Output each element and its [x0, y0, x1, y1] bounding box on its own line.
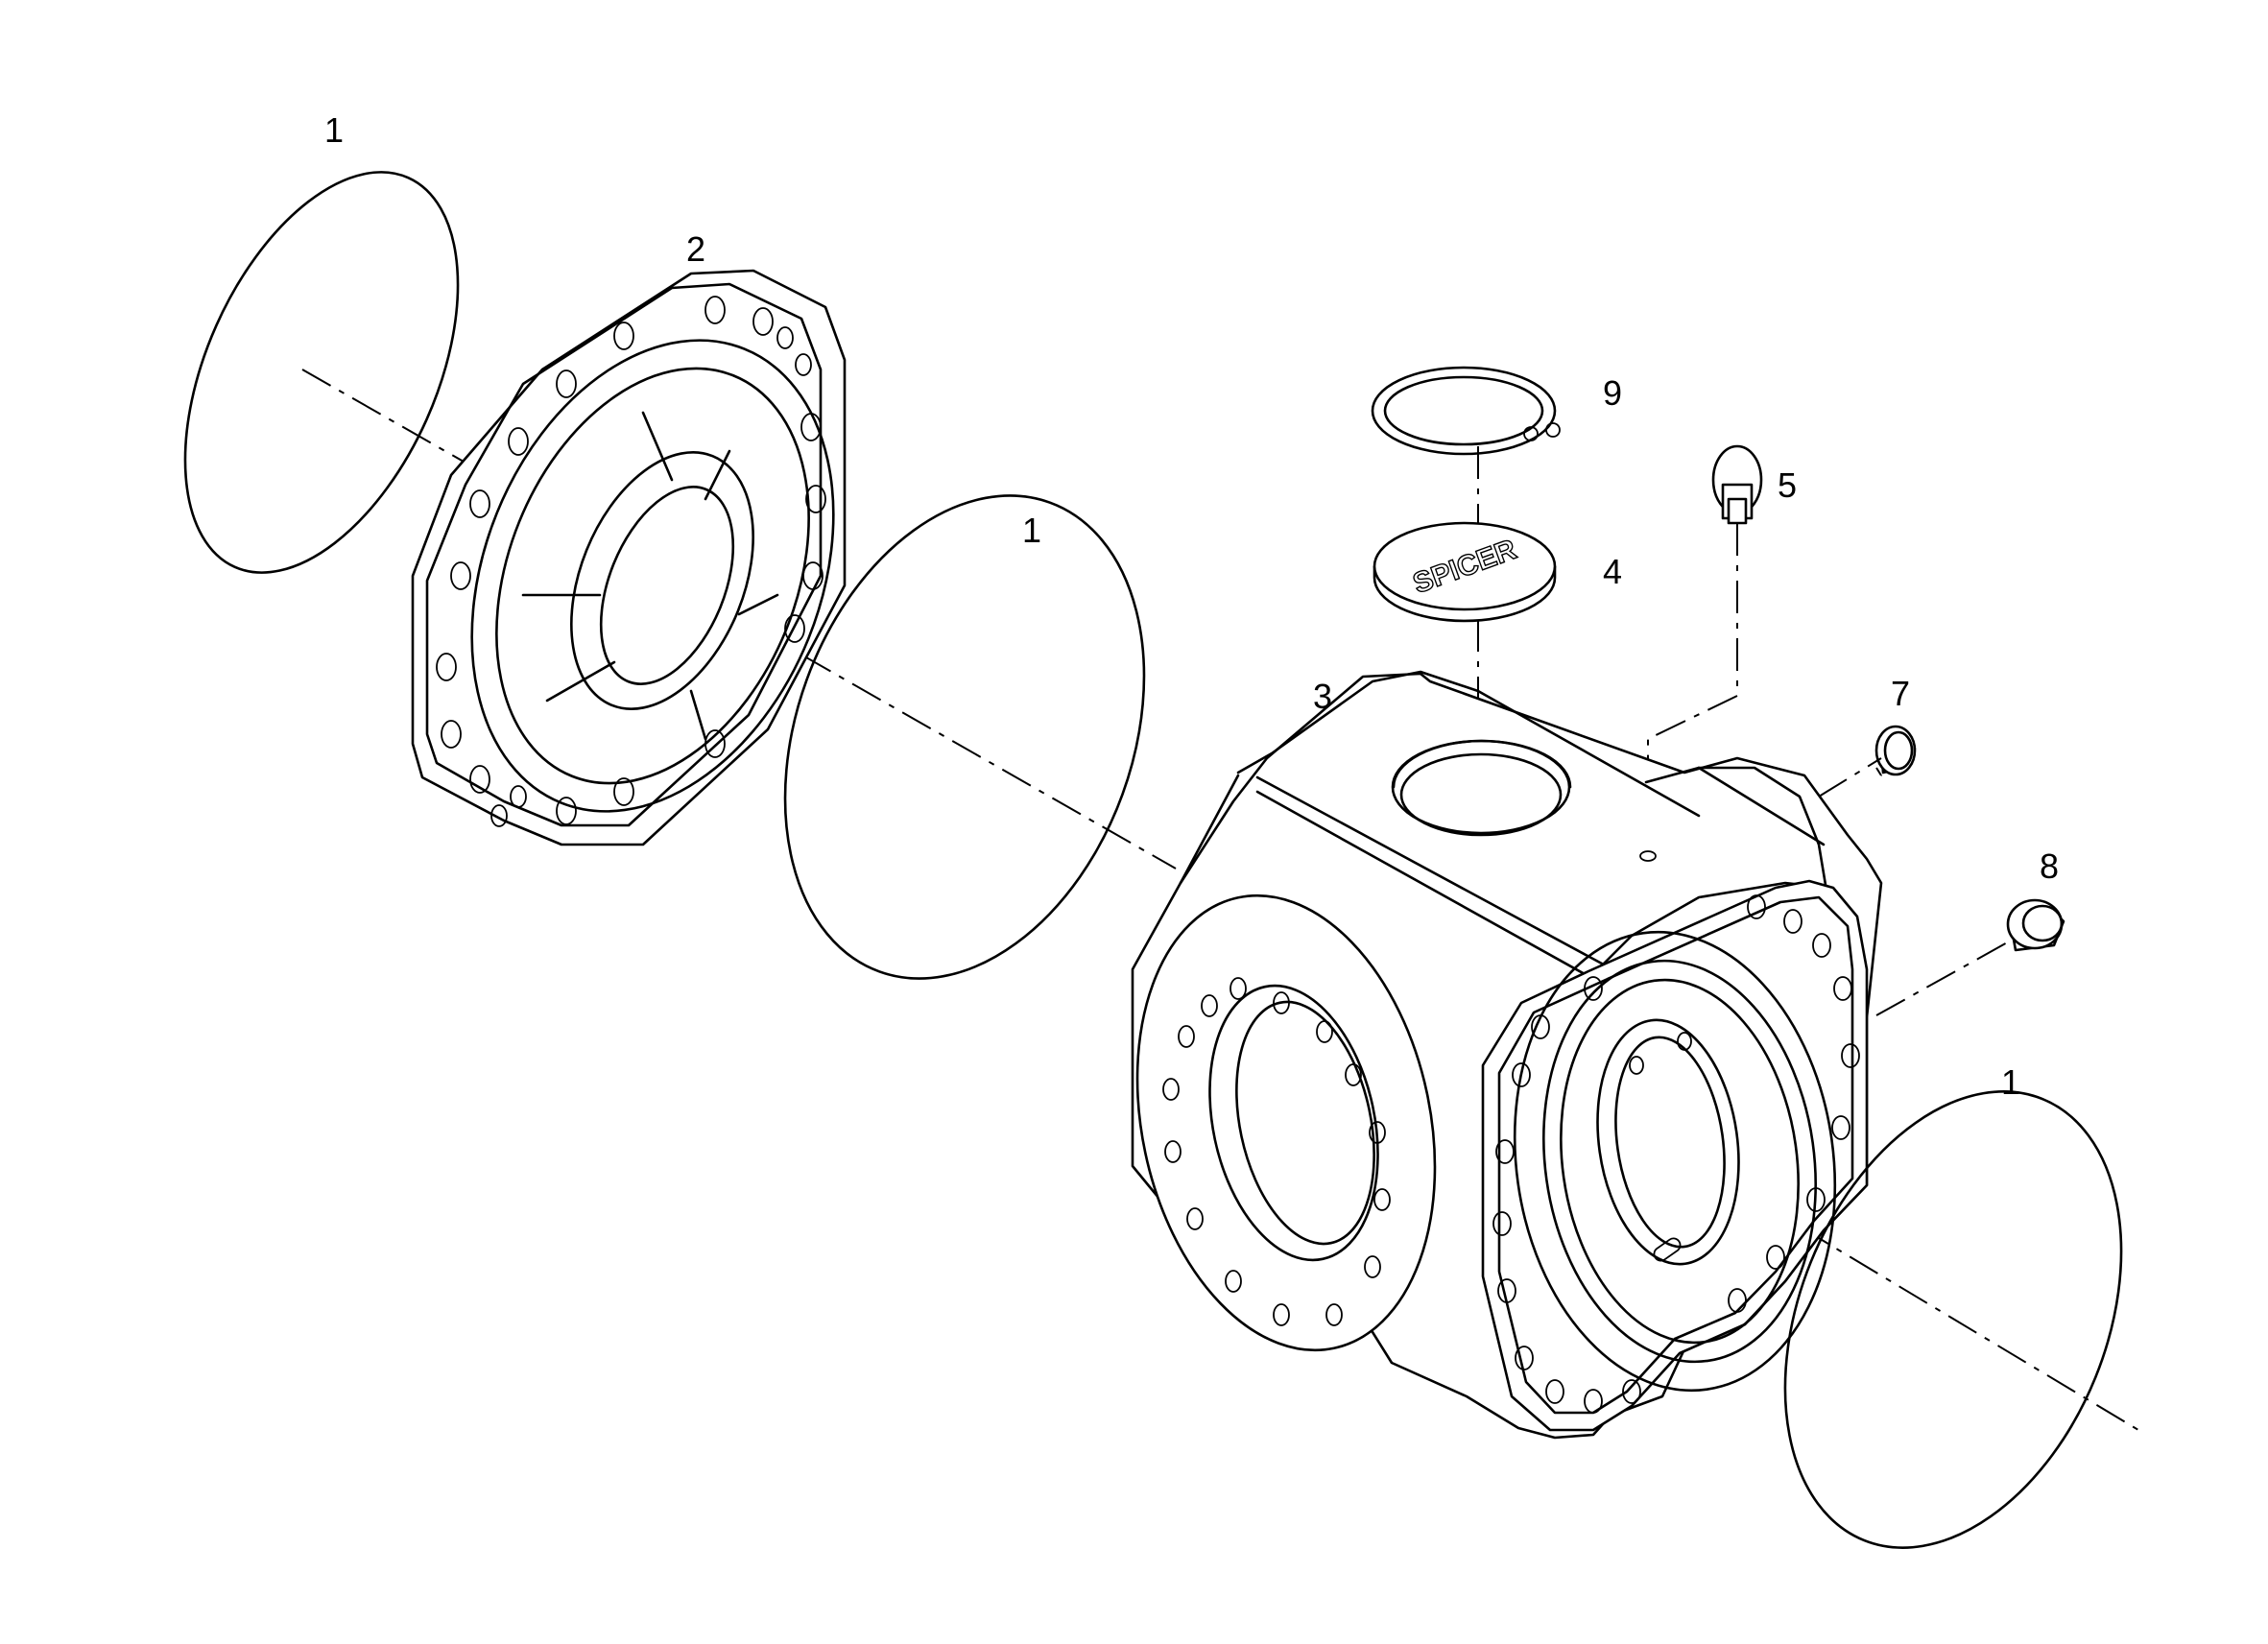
spicer-cap: SPICER	[1373, 521, 1557, 623]
right-face-bolt-holes	[1492, 894, 1860, 1414]
left-flange-bolt-holes	[1162, 977, 1391, 1326]
o-ring-lower-right	[1783, 1090, 2123, 1549]
callout-label: 9	[1603, 373, 1622, 413]
o-ring-upper-left	[183, 171, 460, 574]
callout-label: 1	[1022, 511, 1041, 550]
snap-ring	[1371, 366, 1561, 456]
plug-7-axis	[1818, 757, 1882, 798]
plug-7	[1874, 725, 1917, 776]
callout-labels: 1 2 1 9 5 4 3 7 8 1	[324, 110, 2059, 1102]
plug-8	[2006, 898, 2065, 952]
cover-flange	[411, 269, 847, 846]
callout-label: 3	[1313, 677, 1332, 716]
callout-label: 1	[324, 110, 344, 150]
breather-valve	[1711, 444, 1763, 525]
callout-label: 7	[1891, 674, 1910, 713]
o-ring-middle	[783, 494, 1146, 980]
plug-8-axis	[1875, 940, 2012, 1016]
callout-label: 1	[2001, 1062, 2020, 1102]
callout-label: 2	[686, 229, 705, 269]
callout-label: 4	[1603, 552, 1622, 591]
callout-label: 8	[2040, 846, 2059, 886]
callout-label: 5	[1778, 465, 1797, 505]
axle-housing	[1131, 670, 1883, 1440]
cover-bolt-holes	[436, 296, 826, 827]
